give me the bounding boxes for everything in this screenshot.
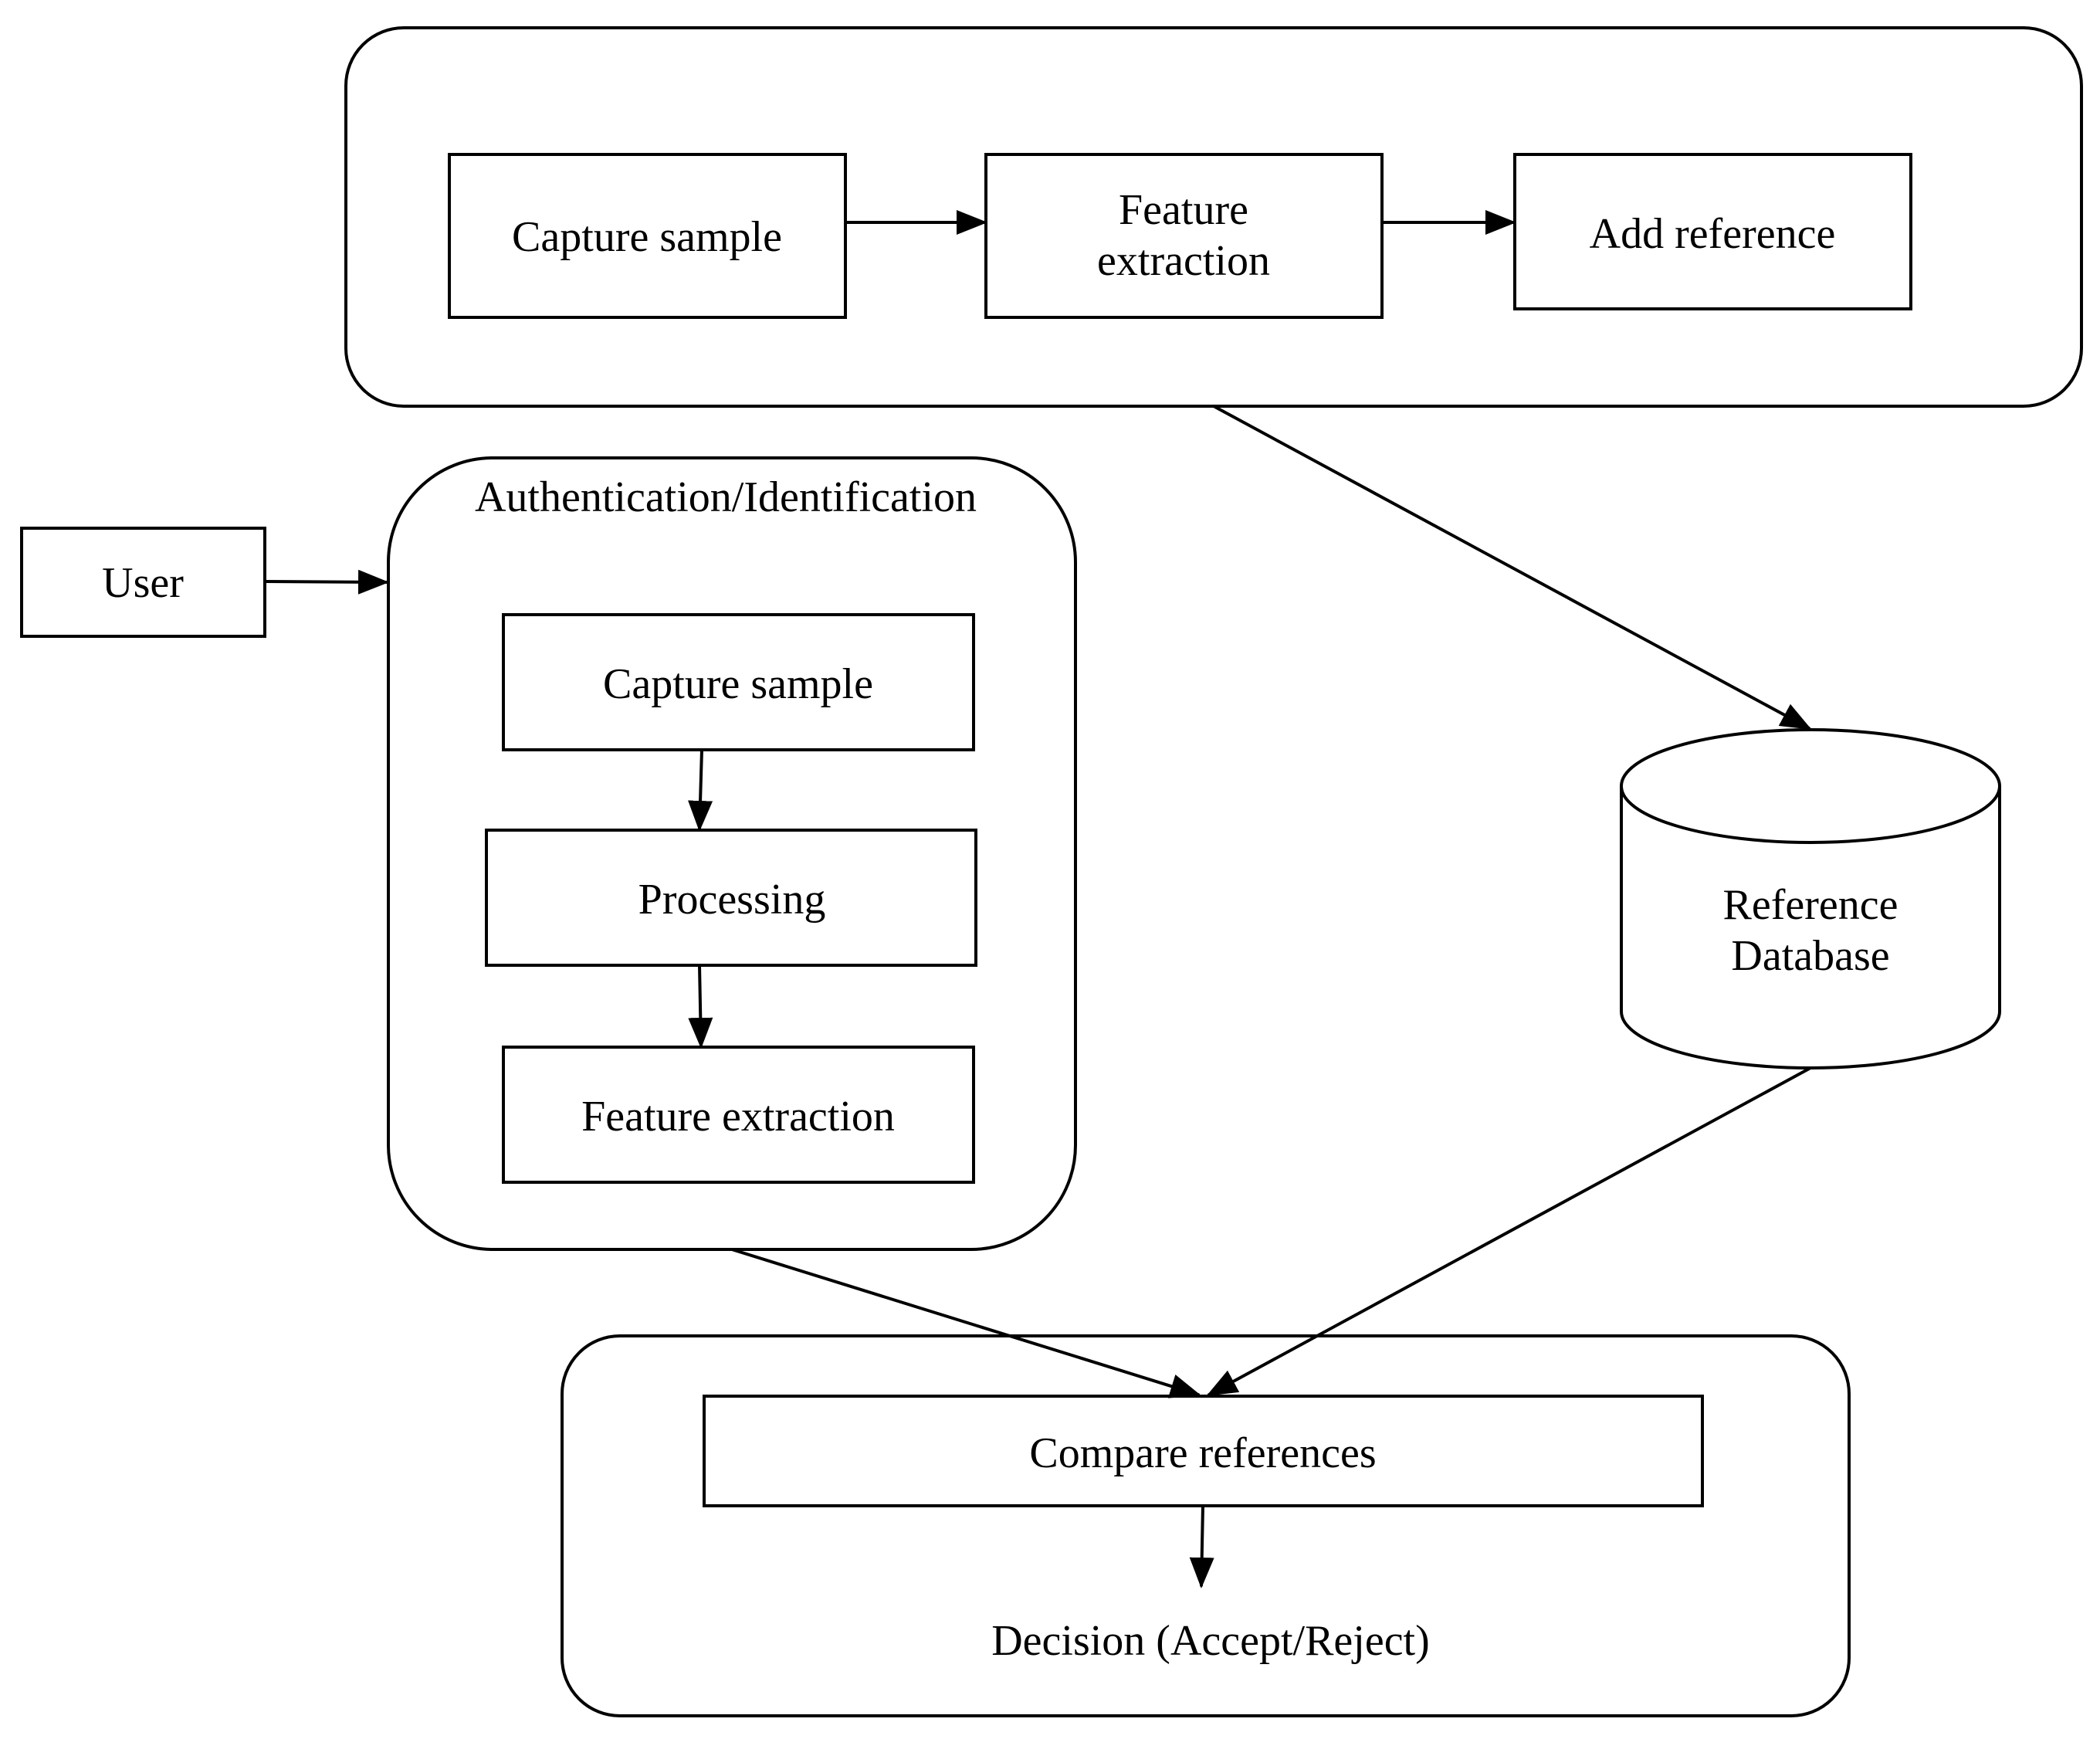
decision-label: Decision (Accept/Reject) [991,1617,1430,1665]
arrow-enrollment-to-database [1212,405,1812,730]
arrow-compare-to-decision [1189,1504,1214,1588]
enroll-feature-label-line1: Feature [1119,186,1248,234]
processing-label: Processing [638,876,826,924]
enroll-feature-label-line2: extraction [1097,237,1270,285]
arrow-database-to-compare [1206,1066,1812,1396]
compare-references-label: Compare references [1029,1429,1376,1477]
processing-box [485,829,977,967]
database-label-line1: Reference [1723,881,1898,929]
arrow-user-to-authentication [263,569,389,595]
add-reference-label: Add reference [1590,210,1836,258]
arrow-processing-to-feature [688,964,713,1049]
arrow-authentication-to-compare [730,1248,1201,1398]
auth-capture-label: Capture sample [603,660,873,708]
auth-feature-label: Feature extraction [581,1093,895,1141]
authentication-title: Authentication/Identification [475,473,977,521]
auth-capture-box [502,613,975,751]
database-label-line2: Database [1731,932,1889,980]
enroll-capture-box [448,153,847,319]
enroll-feature-box [984,153,1384,319]
matching-container [561,1334,1851,1717]
arrow-capture-to-processing [688,748,713,832]
enroll-capture-label: Capture sample [512,213,782,261]
user-label: User [102,559,184,607]
auth-feature-box [502,1046,975,1184]
